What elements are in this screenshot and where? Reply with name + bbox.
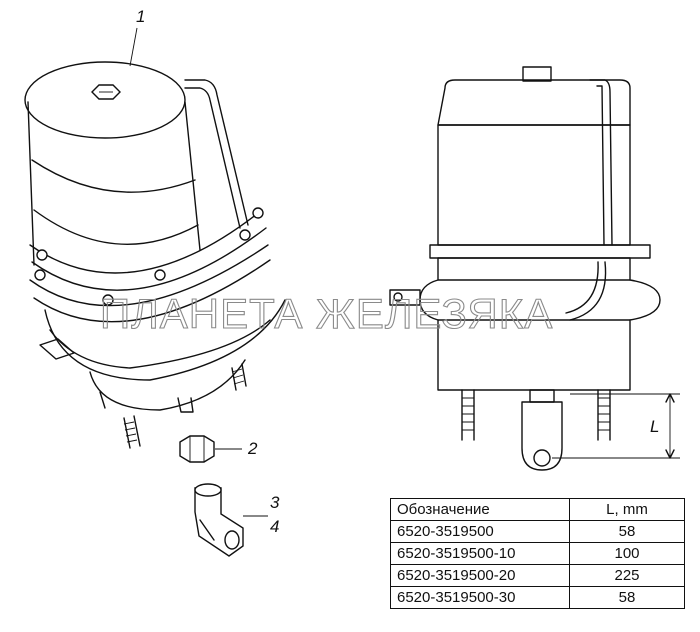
spec-table: Обозначение L, mm 6520-3519500 58 6520-3… xyxy=(390,498,685,609)
table-row: 6520-3519500-20 225 xyxy=(390,564,685,587)
table-row: 6520-3519500-30 58 xyxy=(390,586,685,609)
table-row: 6520-3519500 58 xyxy=(390,520,685,543)
cell-length: 58 xyxy=(569,586,685,609)
brake-chamber-side-view xyxy=(389,66,680,471)
callout-2: 2 xyxy=(247,439,258,458)
cell-designation: 6520-3519500-30 xyxy=(390,586,570,609)
nut xyxy=(179,435,242,463)
table-row: 6520-3519500-10 100 xyxy=(390,542,685,565)
cell-designation: 6520-3519500 xyxy=(390,520,570,543)
cell-length: 58 xyxy=(569,520,685,543)
header-length: L, mm xyxy=(569,498,685,521)
callout-4: 4 xyxy=(270,517,279,536)
cell-designation: 6520-3519500-10 xyxy=(390,542,570,565)
clevis-fork xyxy=(194,483,268,557)
callout-1: 1 xyxy=(136,7,145,26)
callout-3: 3 xyxy=(270,493,280,512)
brake-chamber-isometric xyxy=(24,27,286,449)
dimension-label-l: L xyxy=(650,417,659,436)
table-header-row: Обозначение L, mm xyxy=(390,498,685,521)
watermark: ПЛАНЕТА ЖЕЛЕЗЯКА xyxy=(100,290,553,337)
cell-length: 100 xyxy=(569,542,685,565)
header-designation: Обозначение xyxy=(390,498,570,521)
cell-designation: 6520-3519500-20 xyxy=(390,564,570,587)
cell-length: 225 xyxy=(569,564,685,587)
